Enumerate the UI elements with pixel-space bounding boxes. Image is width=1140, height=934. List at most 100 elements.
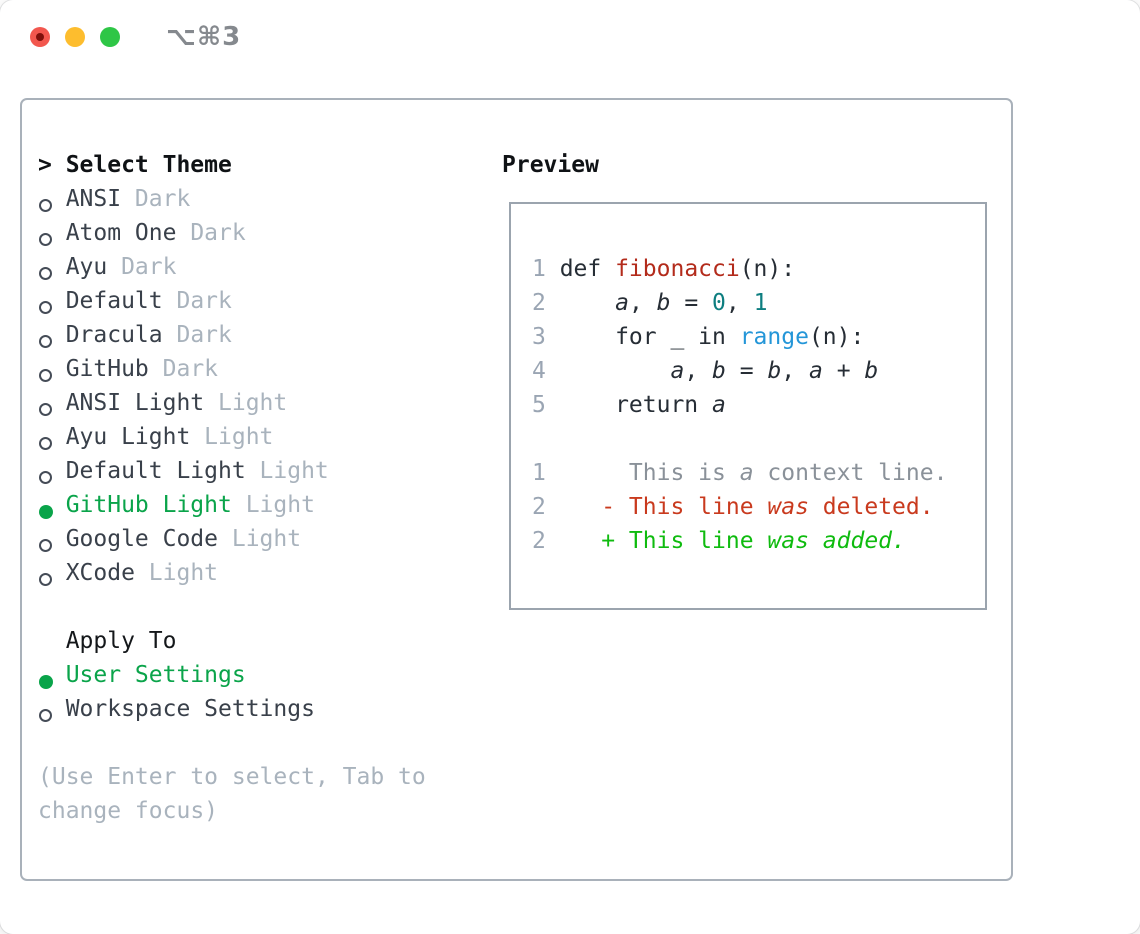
code-token-var: a xyxy=(712,392,726,418)
code-token-var: b xyxy=(767,358,782,384)
cursor-prompt-icon: > xyxy=(38,152,52,178)
code-token-deli: was xyxy=(767,494,809,520)
help-line-2: change focus) xyxy=(38,798,219,824)
theme-item[interactable]: Default Dark xyxy=(38,284,426,318)
code-token-code: return xyxy=(559,392,713,418)
theme-item[interactable]: Google Code Light xyxy=(38,522,426,556)
code-token-code: def xyxy=(559,256,616,282)
preview-header: Preview xyxy=(502,152,599,178)
line-number: 4 xyxy=(532,358,546,384)
select-theme-header: > Select Theme xyxy=(38,148,426,182)
minimize-button[interactable] xyxy=(65,27,85,47)
theme-variant-label: Dark xyxy=(162,356,219,382)
line-number: 2 xyxy=(532,528,546,554)
code-token-var: b xyxy=(712,358,726,384)
code-token-fn: fibonacci xyxy=(615,256,740,282)
theme-item[interactable]: Atom One Dark xyxy=(38,216,426,250)
theme-name: Dracula xyxy=(65,322,163,348)
theme-name: Ayu xyxy=(65,254,108,280)
code-token-code: + xyxy=(822,358,865,384)
code-token-ctxi: a xyxy=(739,460,754,486)
theme-variant-label: Dark xyxy=(176,288,232,314)
spacer xyxy=(38,726,426,760)
theme-variant-label: Light xyxy=(245,492,315,518)
line-number: 2 xyxy=(532,290,546,316)
code-token-var: b xyxy=(656,290,671,316)
code-token-ctx: context line. xyxy=(753,460,948,486)
theme-item[interactable]: GitHub Dark xyxy=(38,352,426,386)
preview-line: 1 This is a context line. xyxy=(532,456,985,490)
code-token-code: , xyxy=(628,290,657,316)
theme-name: Default Light xyxy=(65,458,246,484)
theme-variant-label: Dark xyxy=(134,186,191,212)
code-token-code: (n): xyxy=(808,324,865,350)
apply-to-item[interactable]: User Settings xyxy=(38,658,426,692)
spacer xyxy=(38,590,426,624)
unsaved-dot-icon xyxy=(36,33,44,41)
line-number: 1 xyxy=(532,460,546,486)
theme-item[interactable]: Dracula Dark xyxy=(38,318,426,352)
theme-item[interactable]: Default Light Light xyxy=(38,454,426,488)
apply-option-label: User Settings xyxy=(65,662,246,688)
theme-variant-label: Dark xyxy=(190,220,246,246)
preview-line: 2 a, b = 0, 1 xyxy=(532,286,985,320)
code-token-var: a xyxy=(615,290,629,316)
theme-name: ANSI Light xyxy=(65,390,205,416)
theme-name: Default xyxy=(65,288,163,314)
theme-name: XCode xyxy=(65,560,135,586)
code-token-addi: was added. xyxy=(767,528,906,554)
titlebar: ⌥⌘3 xyxy=(0,0,1140,70)
theme-variant-label: Dark xyxy=(176,322,232,348)
code-token-add: + This line xyxy=(559,528,768,554)
help-text: (Use Enter to select, Tab to change focu… xyxy=(38,760,426,828)
theme-item[interactable]: XCode Light xyxy=(38,556,426,590)
maximize-button[interactable] xyxy=(100,27,120,47)
select-theme-title: Select Theme xyxy=(65,152,232,178)
preview-line: 5 return a xyxy=(532,388,985,422)
code-token-code: = xyxy=(670,290,713,316)
code-token-num: 0 xyxy=(712,290,726,316)
theme-item[interactable]: Ayu Light Light xyxy=(38,420,426,454)
preview-line: 2 - This line was deleted. xyxy=(532,490,985,524)
theme-variant-label: Light xyxy=(204,424,274,450)
window-title: ⌥⌘3 xyxy=(166,22,242,52)
help-line-1: (Use Enter to select, Tab to xyxy=(38,764,426,790)
line-number: 1 xyxy=(532,256,546,282)
code-token-del: deleted. xyxy=(808,494,934,520)
preview-line: 2 + This line was added. xyxy=(532,524,985,558)
preview-line: 3 for _ in range(n): xyxy=(532,320,985,354)
code-token-code: , xyxy=(725,290,754,316)
code-token-code: , xyxy=(684,358,713,384)
line-number: 5 xyxy=(532,392,546,418)
theme-name: GitHub xyxy=(65,356,149,382)
apply-to-header: Apply To xyxy=(38,624,426,658)
theme-name: Atom One xyxy=(65,220,177,246)
code-token-code: for _ in xyxy=(559,324,740,350)
code-token-var: a xyxy=(809,358,823,384)
apply-to-item[interactable]: Workspace Settings xyxy=(38,692,426,726)
line-number: 3 xyxy=(532,324,546,350)
code-token-code: , xyxy=(781,358,809,384)
apply-option-label: Workspace Settings xyxy=(65,696,315,722)
line-number: 2 xyxy=(532,494,546,520)
preview-line xyxy=(532,422,985,456)
code-token-var: b xyxy=(864,358,879,384)
code-token-ctx: This is xyxy=(559,460,740,486)
theme-name: Ayu Light xyxy=(65,424,191,450)
theme-variant-label: Light xyxy=(148,560,219,586)
theme-variant-label: Light xyxy=(259,458,329,484)
theme-variant-label: Light xyxy=(231,526,302,552)
code-token-num: 1 xyxy=(753,290,768,316)
code-token-del: - This line xyxy=(559,494,768,520)
theme-name: Google Code xyxy=(65,526,219,552)
close-button[interactable] xyxy=(30,27,50,47)
